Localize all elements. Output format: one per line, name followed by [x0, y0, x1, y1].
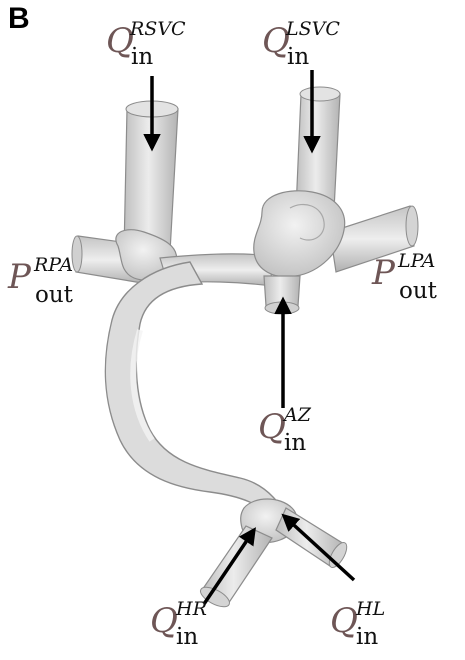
label-q-lsvc-sub: in	[287, 46, 309, 69]
label-p-rpa-sub: out	[35, 284, 73, 307]
label-q-rsvc-sup: RSVC	[130, 20, 186, 39]
label-p-lpa-sup: LPA	[398, 252, 435, 271]
label-q-lsvc-sup: LSVC	[286, 20, 340, 39]
label-p-rpa-sup: RPA	[34, 256, 73, 275]
lsvc-junction	[254, 191, 345, 277]
panel-letter: B	[8, 4, 30, 34]
label-p-rpa: P RPA out	[8, 260, 98, 320]
label-p-lpa-sub: out	[399, 280, 437, 303]
label-q-az: Q AZ in	[258, 410, 338, 466]
label-q-az-sup: AZ	[284, 406, 311, 425]
label-q-rsvc: Q RSVC in	[106, 24, 216, 80]
label-q-az-symbol: Q	[258, 407, 286, 447]
label-q-hr-sub: in	[176, 626, 198, 649]
label-p-lpa-symbol: P	[372, 253, 395, 293]
label-q-lsvc: Q LSVC in	[262, 24, 372, 80]
label-q-hr: Q HR in	[150, 604, 230, 660]
label-q-rsvc-sub: in	[131, 46, 153, 69]
label-p-rpa-symbol: P	[8, 257, 31, 297]
label-q-hl-sub: in	[356, 626, 378, 649]
label-q-hr-sup: HR	[176, 600, 207, 619]
label-q-hl-sup: HL	[356, 600, 385, 619]
label-q-hr-symbol: Q	[150, 601, 178, 641]
label-q-az-sub: in	[284, 432, 306, 455]
label-q-hl: Q HL in	[330, 604, 410, 660]
label-q-hl-symbol: Q	[330, 601, 358, 641]
label-p-lpa: P LPA out	[372, 256, 462, 316]
